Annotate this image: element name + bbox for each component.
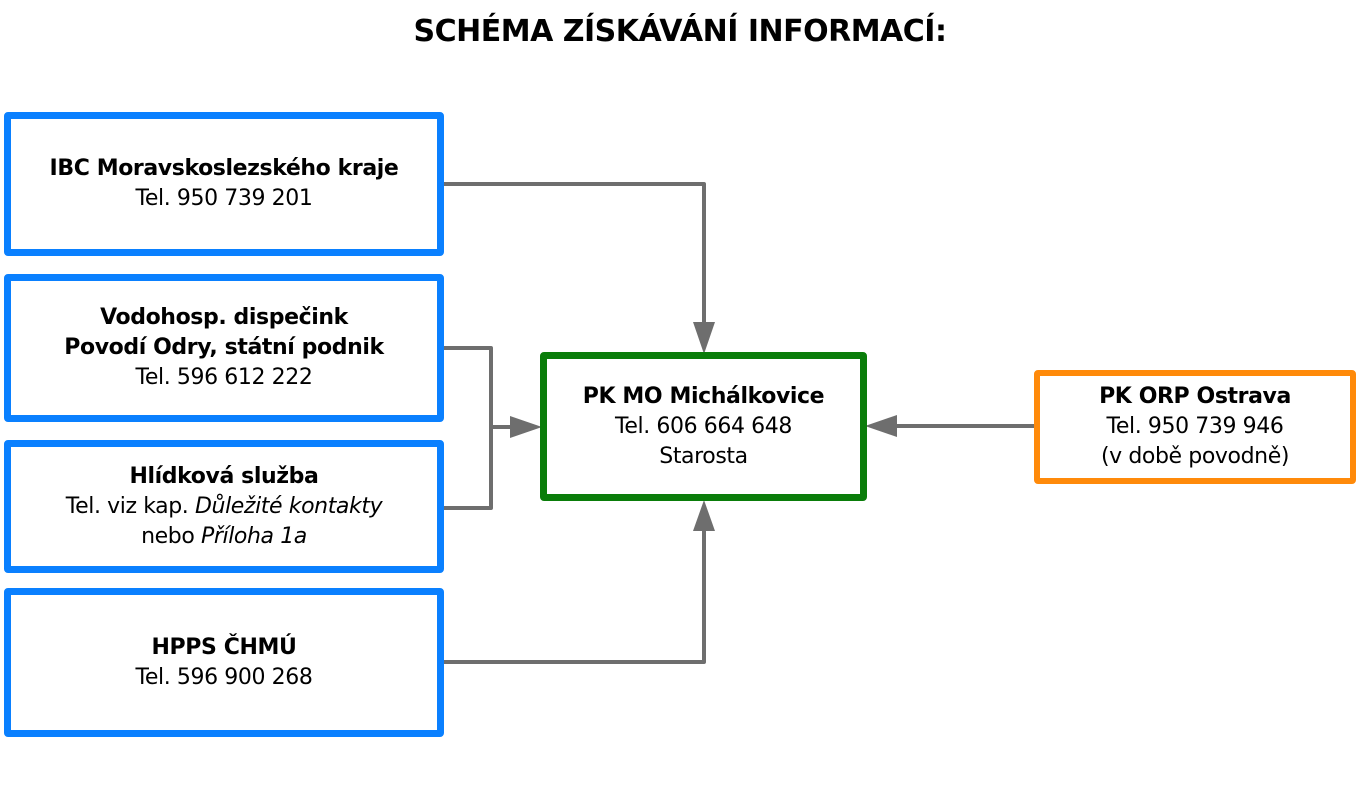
node-vodohosp-tel: Tel. 596 612 222 bbox=[135, 365, 313, 390]
connector-ibc-to-center bbox=[441, 182, 706, 330]
node-hpps: HPPS ČHMÚ Tel. 596 900 268 bbox=[4, 588, 444, 737]
node-orp-name: PK ORP Ostrava bbox=[1099, 384, 1291, 409]
node-vodohosp: Vodohosp. dispečink Povodí Odry, státní … bbox=[4, 274, 444, 422]
node-hlidkova-alt: nebo Příloha 1a bbox=[141, 522, 307, 552]
node-vodohosp-name-2: Povodí Odry, státní podnik bbox=[64, 335, 384, 360]
node-hlidkova-tel: Tel. viz kap. Důležité kontakty bbox=[65, 492, 383, 522]
node-center-tel: Tel. 606 664 648 bbox=[615, 413, 792, 439]
node-ibc-tel: Tel. 950 739 201 bbox=[135, 186, 313, 211]
node-orp-note: (v době povodně) bbox=[1100, 444, 1290, 469]
arrowhead-up-icon bbox=[693, 500, 715, 531]
node-hlidkova: Hlídková služba Tel. viz kap. Důležité k… bbox=[4, 440, 444, 573]
node-hlidkova-alt-ref: Příloha 1a bbox=[201, 523, 307, 549]
arrowhead-right-icon bbox=[510, 416, 542, 438]
node-hlidkova-tel-ref: Důležité kontakty bbox=[195, 493, 383, 519]
node-hlidkova-name: Hlídková služba bbox=[129, 463, 319, 489]
node-ibc-name: IBC Moravskoslezského kraje bbox=[49, 156, 399, 181]
node-center-name: PK MO Michálkovice bbox=[582, 383, 825, 409]
node-ibc: IBC Moravskoslezského kraje Tel. 950 739… bbox=[4, 112, 444, 256]
node-hpps-tel: Tel. 596 900 268 bbox=[135, 664, 313, 690]
node-center-role: Starosta bbox=[659, 443, 748, 469]
node-vodohosp-name-1: Vodohosp. dispečink bbox=[100, 305, 348, 330]
node-hpps-name: HPPS ČHMÚ bbox=[151, 634, 297, 660]
diagram-title: SCHÉMA ZÍSKÁVÁNÍ INFORMACÍ: bbox=[413, 14, 947, 49]
node-hlidkova-alt-prefix: nebo bbox=[141, 523, 201, 549]
node-hlidkova-tel-prefix: Tel. viz kap. bbox=[65, 493, 195, 519]
arrowhead-down-icon bbox=[693, 322, 715, 354]
node-orp-tel: Tel. 950 739 946 bbox=[1106, 414, 1284, 439]
connector-hpps-to-center bbox=[441, 528, 706, 664]
node-center: PK MO Michálkovice Tel. 606 664 648 Star… bbox=[540, 352, 867, 501]
node-orp: PK ORP Ostrava Tel. 950 739 946 (v době … bbox=[1034, 370, 1356, 484]
arrowhead-left-icon bbox=[865, 415, 897, 437]
connector-vodohosp-to-junction bbox=[441, 346, 493, 510]
